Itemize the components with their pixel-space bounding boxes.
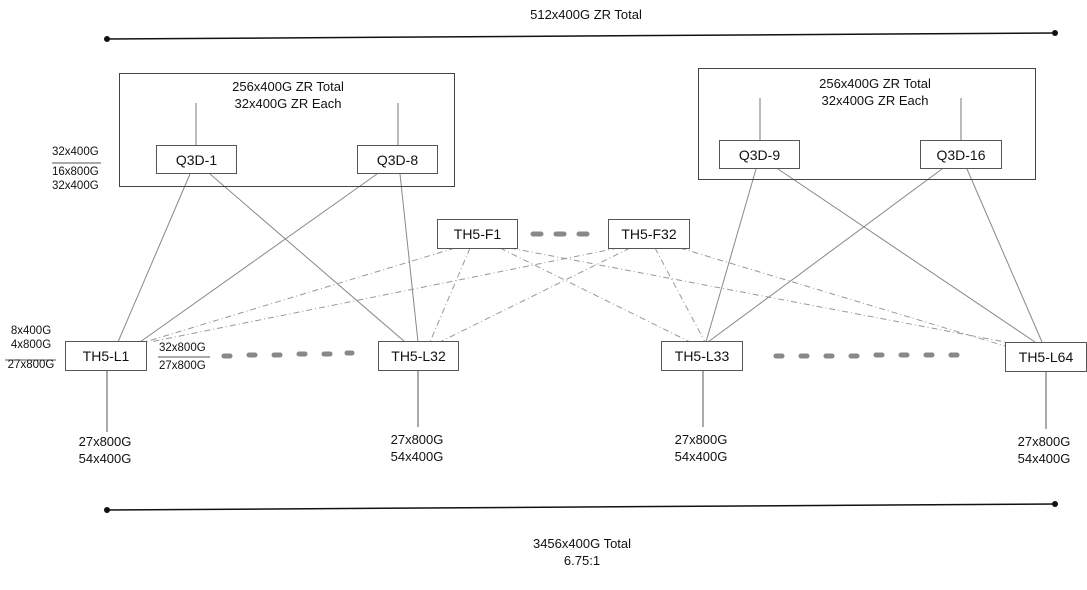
- leaf-l64-downlinks: 27x800G 54x400G: [1017, 434, 1071, 466]
- leaf-right-port-label: 32x800G 27x800G: [159, 342, 206, 372]
- uplink-port-label: 32x400G 16x800G 32x400G: [52, 146, 99, 192]
- bottom-span-end-right: [1052, 501, 1058, 507]
- bottom-span-end-left: [104, 507, 110, 513]
- node-th5-l32[interactable]: TH5-L32: [378, 341, 459, 371]
- node-th5-l64[interactable]: TH5-L64: [1005, 342, 1087, 372]
- group-right-each: 32x400G ZR Each: [821, 93, 929, 108]
- top-span-line: [106, 32, 1056, 40]
- top-span-end-right: [1052, 30, 1058, 36]
- spine-group-right: [698, 68, 1036, 180]
- spine-group-right-label: 256x400G ZR Total 32x400G ZR Each: [775, 75, 975, 109]
- node-th5-l1[interactable]: TH5-L1: [65, 341, 147, 371]
- spine-group-left: [119, 73, 455, 187]
- node-th5-f32[interactable]: TH5-F32: [608, 219, 690, 249]
- bottom-total-text: 3456x400G Total: [532, 536, 632, 551]
- node-th5-l33[interactable]: TH5-L33: [661, 341, 743, 371]
- node-q3d-9[interactable]: Q3D-9: [719, 140, 800, 169]
- leaf-l32-downlinks: 27x800G 54x400G: [390, 432, 444, 464]
- node-q3d-8[interactable]: Q3D-8: [357, 145, 438, 174]
- top-span-end-left: [104, 36, 110, 42]
- bottom-total-label: 3456x400G Total 6.75:1: [482, 535, 682, 569]
- node-q3d-16[interactable]: Q3D-16: [920, 140, 1002, 169]
- node-q3d-1[interactable]: Q3D-1: [156, 145, 237, 174]
- oversubscription-ratio: 6.75:1: [563, 553, 601, 568]
- group-left-total: 256x400G ZR Total: [232, 79, 344, 94]
- leaf-ellipsis-left: [221, 350, 355, 359]
- group-right-total: 256x400G ZR Total: [819, 76, 931, 91]
- leaf-ellipsis-right: [773, 352, 960, 359]
- node-th5-f1[interactable]: TH5-F1: [437, 219, 518, 249]
- leaf-left-port-label: 8x400G 4x800G 27x800G: [7, 325, 55, 371]
- leaf-l1-downlinks: 27x800G 54x400G: [78, 434, 132, 466]
- spine-group-left-label: 256x400G ZR Total 32x400G ZR Each: [188, 78, 388, 112]
- top-total-label: 512x400G ZR Total: [530, 7, 642, 22]
- leaf-l33-downlinks: 27x800G 54x400G: [674, 432, 728, 464]
- group-left-each: 32x400G ZR Each: [234, 96, 342, 111]
- bottom-span-line: [106, 503, 1056, 511]
